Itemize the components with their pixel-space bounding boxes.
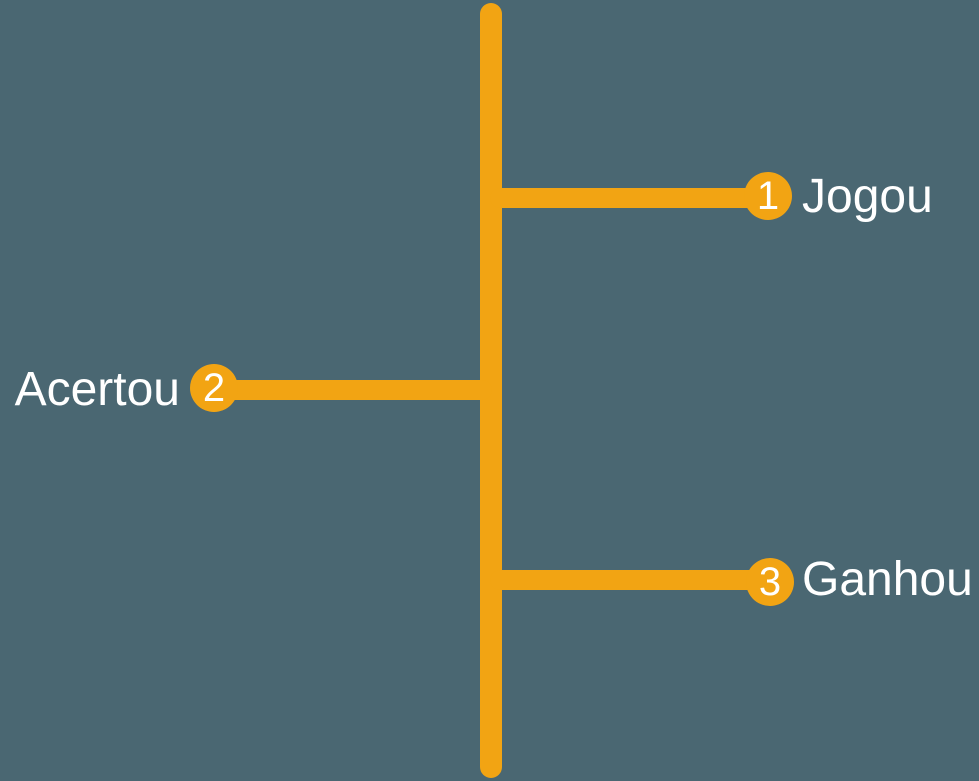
step-1-label: Jogou (802, 170, 933, 224)
step-2-label: Acertou (14, 363, 180, 417)
step-3-label: Ganhou (802, 553, 973, 607)
step-3-number-badge: 3 (746, 558, 794, 606)
step-1-number-badge: 1 (744, 172, 792, 220)
step-1-branch-line (490, 188, 770, 208)
step-2-number: 2 (202, 366, 226, 410)
step-3-number: 3 (758, 560, 782, 604)
step-2-number-badge: 2 (190, 364, 238, 412)
step-2-branch-line (214, 380, 492, 400)
step-3-branch-line (490, 570, 772, 590)
step-1-number: 1 (756, 174, 780, 218)
